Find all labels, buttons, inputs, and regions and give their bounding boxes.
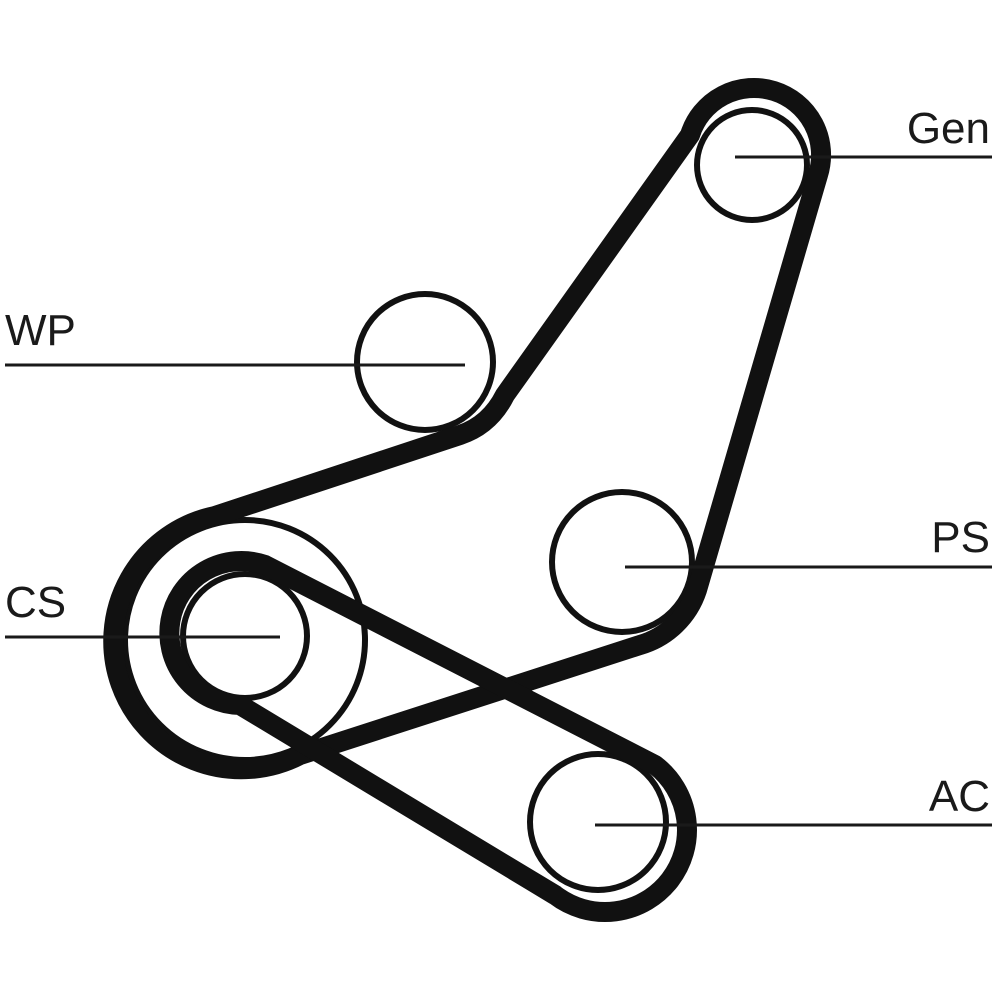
label-gen: Gen — [907, 104, 990, 153]
pulley-wp — [354, 291, 496, 433]
pulley-ac — [527, 751, 669, 893]
pulley-ps — [549, 489, 695, 635]
label-ac: AC — [929, 772, 990, 821]
label-wp: WP — [5, 306, 76, 355]
main-belt — [103, 78, 832, 780]
label-cs: CS — [5, 578, 66, 627]
ac-belt — [159, 551, 697, 922]
label-ps: PS — [931, 513, 990, 562]
pulley-gen — [694, 107, 810, 223]
